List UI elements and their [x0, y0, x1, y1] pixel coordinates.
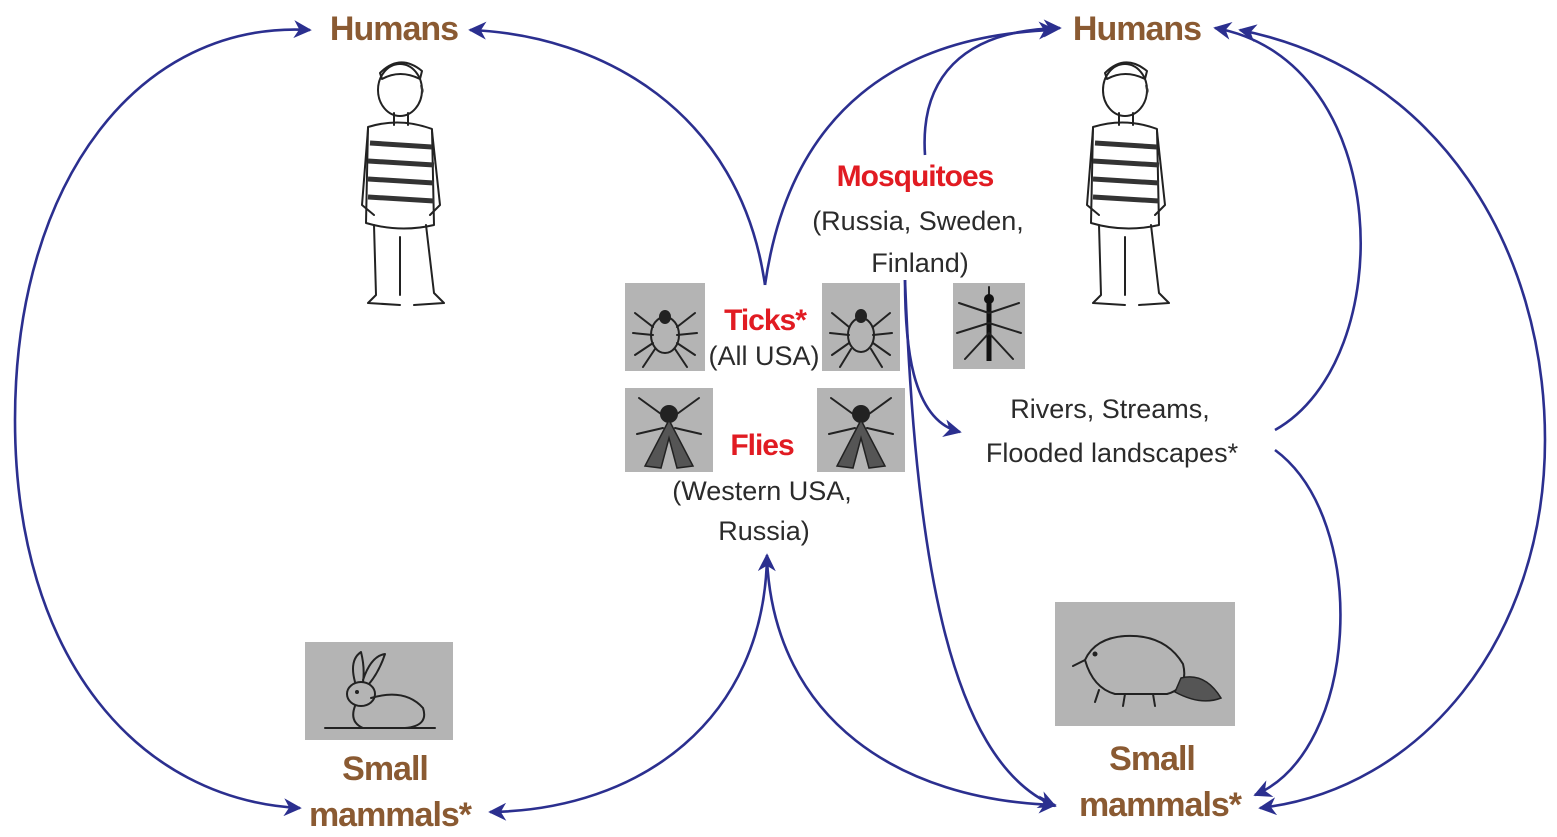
tick-icon [625, 283, 705, 371]
left-mammals-label-line1: Small [342, 750, 428, 788]
arrow-left-mammals-center [490, 555, 767, 812]
mosquitoes-label: Mosquitoes [837, 160, 994, 193]
arrow-ticks-left-humans [470, 30, 765, 285]
right-humans-label: Humans [1073, 10, 1201, 48]
arrow-left-humans-mammals [15, 30, 310, 808]
human-sketch-icon [1087, 62, 1169, 305]
water-label-line2: Flooded landscapes* [986, 438, 1239, 468]
right-mammals-label-line2: mammals* [1079, 786, 1243, 824]
rabbit-icon [305, 642, 453, 740]
reservoir-labels: Rivers, Streams, Flooded landscapes* [986, 394, 1239, 468]
human-sketch-icon [362, 62, 444, 305]
flies-region-line1: (Western USA, [672, 476, 852, 506]
cycle-arrows [15, 28, 1545, 812]
right-mammals-label-line1: Small [1109, 740, 1195, 778]
arrow-ticks-right-humans [765, 30, 1055, 285]
fly-icon [625, 388, 713, 472]
fly-icon [817, 388, 905, 472]
left-humans-label: Humans [330, 10, 458, 48]
arrow-center-right-mammals [767, 560, 1055, 805]
tick-icon [822, 283, 900, 371]
mosquitoes-region-line2: Finland) [871, 248, 969, 278]
ticks-label: Ticks* [724, 304, 807, 337]
arrow-right-humans-mammals [1240, 30, 1545, 808]
mosquitoes-region-line1: (Russia, Sweden, [812, 206, 1024, 236]
arrow-rivers-right-humans [1215, 28, 1361, 430]
arrow-rivers-right-mammals [1255, 450, 1340, 795]
ticks-region-label: (All USA) [708, 341, 819, 371]
beaver-icon [1055, 602, 1235, 726]
left-mammals-label-line2: mammals* [309, 796, 473, 834]
flies-region-line2: Russia) [718, 516, 810, 546]
flies-label: Flies [730, 429, 794, 462]
mosquito-icon [953, 283, 1025, 369]
water-label-line1: Rivers, Streams, [1010, 394, 1210, 424]
